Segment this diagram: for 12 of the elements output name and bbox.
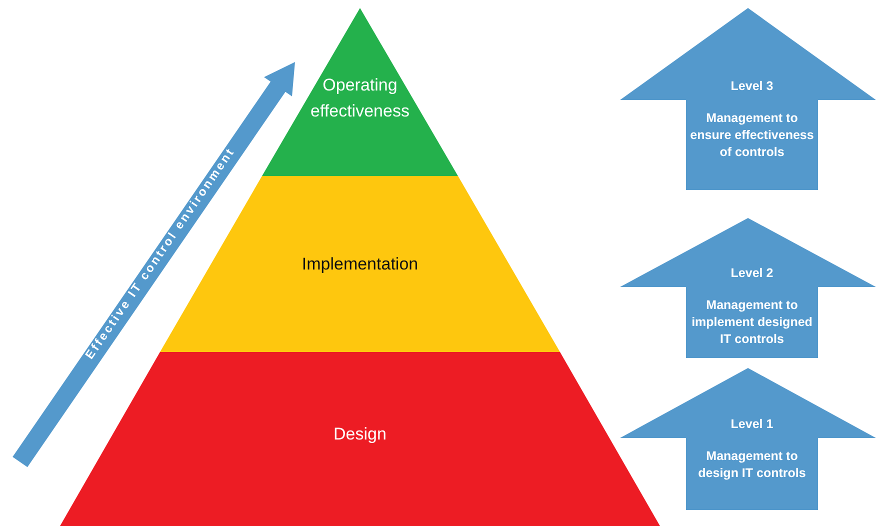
up-arrow-shape bbox=[620, 8, 876, 190]
up-arrow-shape bbox=[620, 368, 876, 510]
level-description: Management to design IT controls bbox=[697, 448, 807, 482]
level-label: Level 2 bbox=[730, 265, 774, 282]
level-description: Management to ensure effectiveness of controls bbox=[689, 110, 815, 161]
tier-label: Implementation bbox=[300, 253, 420, 276]
level-label: Level 3 bbox=[730, 78, 774, 95]
tier-label: Operating effectiveness bbox=[310, 74, 410, 122]
level-description: Management to implement designed IT controls bbox=[690, 297, 814, 348]
tier-label: Design bbox=[332, 423, 388, 446]
level-label: Level 1 bbox=[730, 416, 774, 433]
up-arrow-shape bbox=[620, 218, 876, 358]
